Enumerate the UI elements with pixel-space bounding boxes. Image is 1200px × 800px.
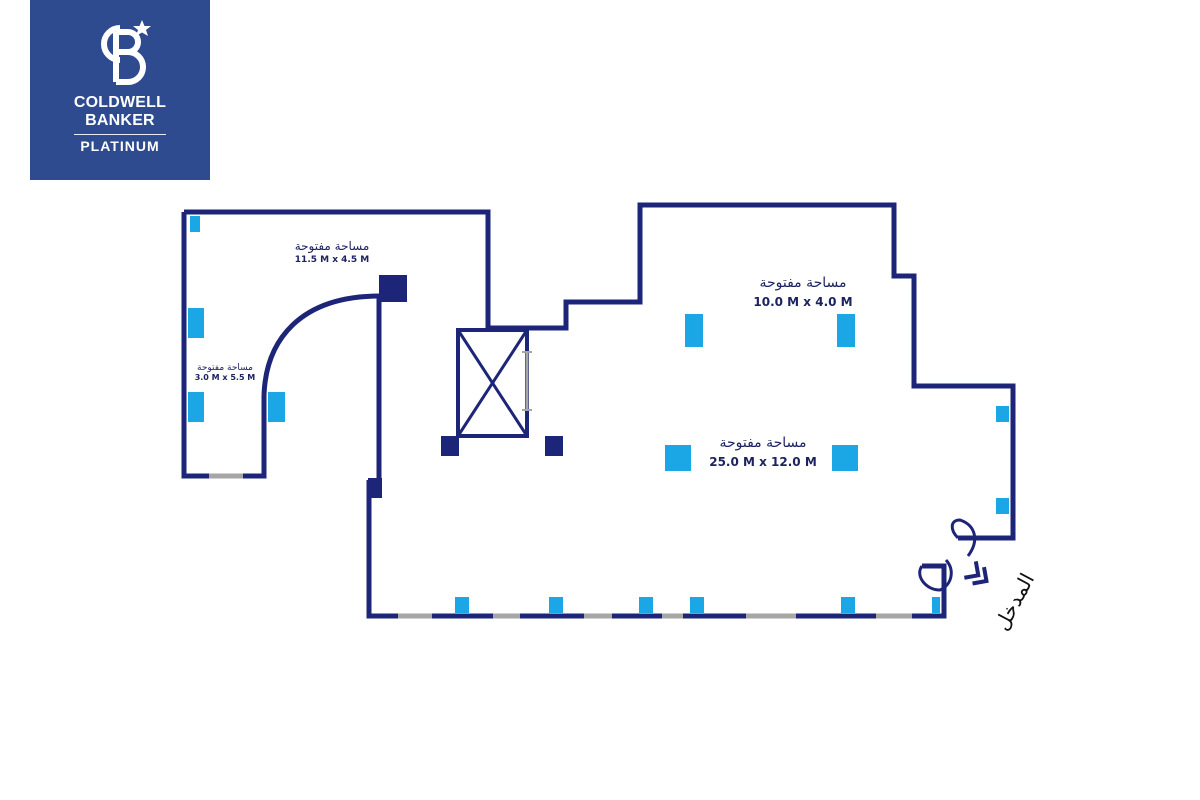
logo-line-2: BANKER — [85, 112, 155, 129]
column-top — [379, 275, 407, 302]
coldwell-banker-logo: COLDWELL BANKER PLATINUM — [30, 0, 210, 180]
room-label-size: 3.0 M x 5.5 M — [195, 373, 256, 382]
room-label-title: مساحة مفتوحة — [759, 275, 846, 291]
room-label-title: مساحة مفتوحة — [197, 363, 253, 373]
logo-line-3: PLATINUM — [80, 138, 160, 154]
room-label-size: 10.0 M x 4.0 M — [753, 295, 852, 309]
elevator-shaft — [441, 328, 563, 456]
curved-partition-wall — [261, 293, 381, 396]
logo-divider — [74, 134, 166, 135]
main-hall-walls — [366, 202, 1016, 619]
double-chevron-icon — [964, 561, 989, 586]
room-label-size: 11.5 M x 4.5 M — [295, 255, 369, 265]
ceiling-markers — [188, 216, 1009, 613]
windows — [209, 473, 912, 619]
room-label-size: 25.0 M x 12.0 M — [709, 455, 817, 469]
room-label-title: مساحة مفتوحة — [719, 435, 806, 451]
logo-line-1: COLDWELL — [73, 94, 167, 111]
entrance-label: المدخل — [989, 569, 1039, 634]
cb-star-logo-icon — [80, 20, 160, 86]
room-label-title: مساحة مفتوحة — [295, 239, 370, 254]
entrance-doors — [918, 518, 977, 592]
